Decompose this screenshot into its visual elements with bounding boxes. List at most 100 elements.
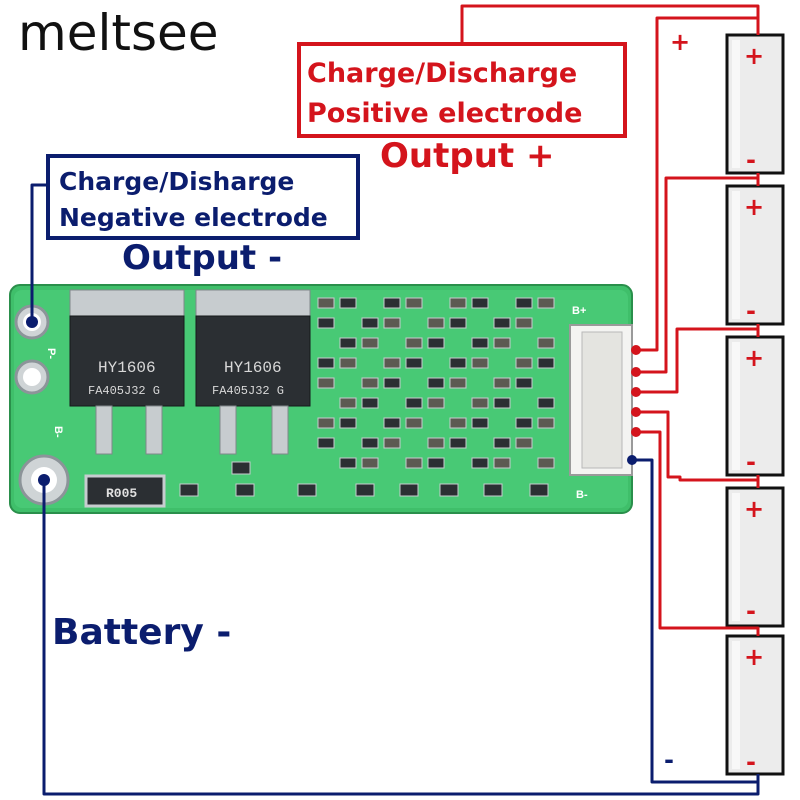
smd-part bbox=[427, 377, 445, 389]
battery-minus-wire bbox=[42, 480, 760, 796]
smd-part bbox=[235, 483, 255, 497]
terminal-plus-sign: + bbox=[670, 28, 691, 56]
smd-part bbox=[537, 457, 555, 469]
negative-electrode-box: Charge/Disharge Negative electrode bbox=[46, 154, 360, 240]
smd-part bbox=[405, 337, 423, 349]
smd-part bbox=[471, 337, 489, 349]
mosfet-1-part: HY1606 bbox=[98, 359, 156, 377]
smd-part bbox=[493, 457, 511, 469]
smd-part bbox=[471, 297, 489, 309]
smd-part bbox=[471, 397, 489, 409]
positive-box-line-1: Charge/Discharge bbox=[307, 58, 578, 89]
positive-electrode-box: Charge/Discharge Positive electrode bbox=[297, 42, 627, 138]
balance-wire-1 bbox=[638, 16, 760, 352]
output-minus-label: Output - bbox=[122, 238, 283, 278]
negative-box-line-1: Charge/Disharge bbox=[59, 167, 295, 196]
smd-part bbox=[427, 437, 445, 449]
shunt-label: R005 bbox=[106, 486, 137, 501]
smd-part bbox=[515, 417, 533, 429]
output-minus-wire bbox=[30, 183, 46, 322]
smd-part bbox=[537, 357, 555, 369]
cell-3-plus: + bbox=[744, 344, 765, 372]
balance-connector bbox=[569, 324, 633, 476]
smd-part bbox=[383, 357, 401, 369]
negative-box-line-2: Negative electrode bbox=[59, 203, 328, 232]
smd-part bbox=[383, 317, 401, 329]
smd-part bbox=[355, 483, 375, 497]
smd-part bbox=[361, 457, 379, 469]
terminal-minus-sign: - bbox=[664, 746, 674, 774]
smd-part bbox=[537, 297, 555, 309]
shunt-resistor: R005 bbox=[84, 474, 166, 508]
smd-part bbox=[449, 437, 467, 449]
connector-pins bbox=[26, 316, 641, 486]
positive-box-line-2: Positive electrode bbox=[307, 98, 583, 129]
cell-2-minus: - bbox=[746, 297, 756, 325]
balance-wire-3 bbox=[638, 327, 760, 394]
smd-part bbox=[515, 317, 533, 329]
smd-part bbox=[449, 317, 467, 329]
smd-part bbox=[317, 317, 335, 329]
smd-part bbox=[399, 483, 419, 497]
brand-logo: meltsee bbox=[18, 4, 219, 62]
cell-4-minus: - bbox=[746, 597, 756, 625]
smd-part bbox=[361, 437, 379, 449]
smd-part bbox=[449, 377, 467, 389]
smd-part bbox=[297, 483, 317, 497]
smd-part bbox=[361, 397, 379, 409]
smd-part bbox=[383, 377, 401, 389]
smd-part bbox=[317, 437, 335, 449]
balance-wire-2 bbox=[638, 176, 760, 374]
cell-5-minus: - bbox=[746, 748, 756, 776]
smd-components bbox=[179, 297, 555, 497]
smd-part bbox=[471, 417, 489, 429]
smd-part bbox=[537, 337, 555, 349]
cell-1-plus: + bbox=[744, 42, 765, 70]
pad-label-b-minus: B- bbox=[52, 426, 64, 438]
cell-1-minus: - bbox=[746, 146, 756, 174]
smd-part bbox=[317, 297, 335, 309]
smd-part bbox=[231, 461, 251, 475]
battery-cells bbox=[725, 33, 785, 776]
smd-part bbox=[483, 483, 503, 497]
smd-part bbox=[449, 417, 467, 429]
cell-3-minus: - bbox=[746, 448, 756, 476]
smd-part bbox=[405, 297, 423, 309]
cell-2-plus: + bbox=[744, 193, 765, 221]
smd-part bbox=[427, 397, 445, 409]
balance-wire-neg bbox=[632, 458, 760, 784]
smd-part bbox=[179, 483, 199, 497]
mosfet-2-part: HY1606 bbox=[224, 359, 282, 377]
smd-part bbox=[515, 377, 533, 389]
smd-part bbox=[361, 377, 379, 389]
smd-part bbox=[537, 417, 555, 429]
smd-part bbox=[537, 397, 555, 409]
mosfet-1: HY1606 FA405J32 G bbox=[69, 289, 185, 455]
smd-part bbox=[493, 317, 511, 329]
smd-part bbox=[317, 417, 335, 429]
smd-part bbox=[405, 457, 423, 469]
pad-label-p-minus: P- bbox=[45, 348, 57, 359]
smd-part bbox=[493, 397, 511, 409]
mosfet-2: HY1606 FA405J32 G bbox=[195, 289, 311, 455]
smd-part bbox=[471, 357, 489, 369]
output-plus-wire bbox=[460, 4, 760, 42]
bms-board: HY1606 FA405J32 G HY1606 FA405J32 G R005 bbox=[9, 284, 633, 514]
smd-part bbox=[317, 377, 335, 389]
smd-part bbox=[339, 357, 357, 369]
smd-part bbox=[339, 337, 357, 349]
smd-part bbox=[405, 397, 423, 409]
mosfet-2-code: FA405J32 G bbox=[212, 384, 284, 398]
smd-part bbox=[339, 397, 357, 409]
smd-part bbox=[493, 337, 511, 349]
smd-part bbox=[493, 377, 511, 389]
smd-part bbox=[383, 437, 401, 449]
cell-5-plus: + bbox=[744, 643, 765, 671]
balance-wire-5 bbox=[638, 430, 760, 636]
smd-part bbox=[317, 357, 335, 369]
cell-4-plus: + bbox=[744, 495, 765, 523]
smd-part bbox=[361, 317, 379, 329]
battery-minus-label: Battery - bbox=[52, 612, 232, 653]
smd-part bbox=[427, 337, 445, 349]
